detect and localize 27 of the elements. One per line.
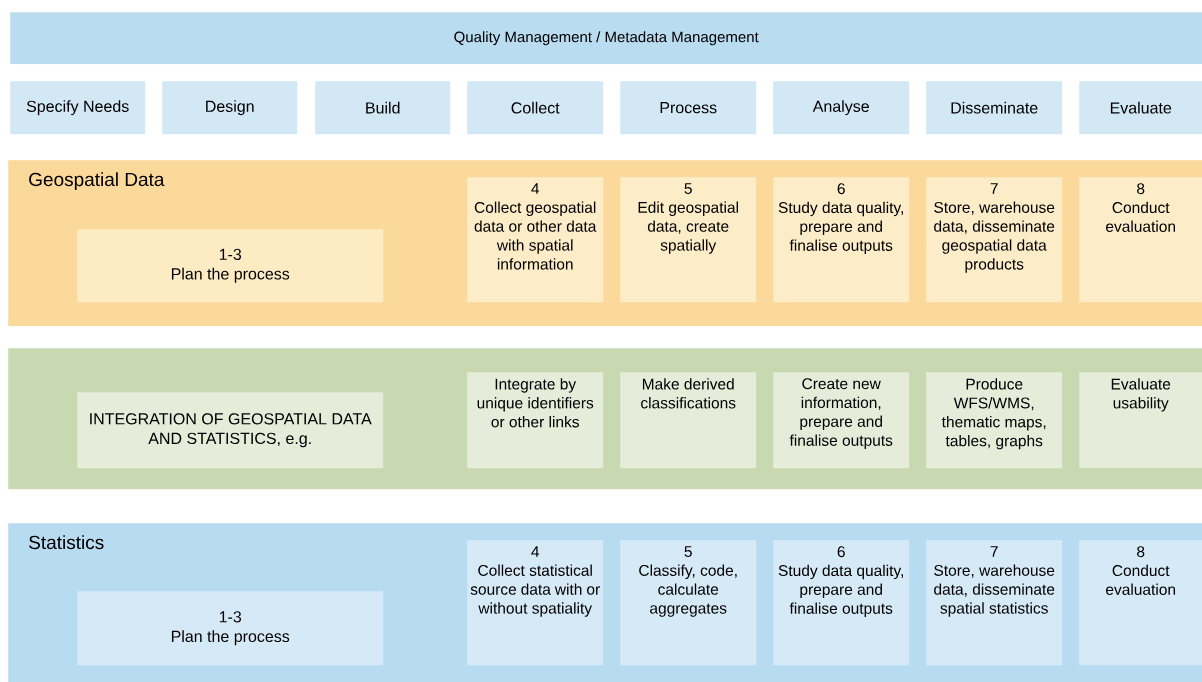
step-box: 4 Collect statistical source data with or without spatiality	[467, 540, 604, 666]
phase-box: Process	[620, 81, 757, 135]
step-box: Create new information, prepare and finalise outputs	[773, 372, 910, 469]
step-box: Make derived classifications	[620, 372, 757, 469]
step-box: 4 Collect geospatial data or other data with spatial information	[467, 177, 604, 303]
step-box: 5 Classify, code, calculate aggregates	[620, 540, 757, 666]
step-box: 7 Store, warehouse data, disseminate geospatial data products	[926, 177, 1063, 303]
step-box: Produce WFS/WMS, thematic maps, tables, graphs	[926, 372, 1063, 469]
step-box: 7 Store, warehouse data, disseminate spatial statistics	[926, 540, 1063, 666]
plan-box: 1-3 Plan the process	[77, 591, 384, 666]
integration-box: INTEGRATION OF GEOSPATIAL DATA AND STATISTICS, e.g.	[77, 392, 384, 469]
step-box: 8 Conduct evaluation	[1079, 177, 1202, 303]
step-box: 6 Study data quality, prepare and finalise outputs	[773, 177, 910, 303]
phase-box: Design	[162, 81, 298, 135]
step-box: 6 Study data quality, prepare and finalise outputs	[773, 540, 910, 666]
phase-box: Specify Needs	[10, 81, 146, 135]
step-box: Integrate by unique identifiers or other links	[467, 372, 604, 469]
header-bar: Quality Management / Metadata Management	[10, 12, 1202, 65]
phase-box: Analyse	[773, 81, 910, 135]
step-box: 5 Edit geospatial data, create spatially	[620, 177, 757, 303]
step-box: 8 Conduct evaluation	[1079, 540, 1202, 666]
phase-box: Evaluate	[1079, 81, 1202, 135]
phase-box: Collect	[467, 81, 604, 135]
plan-box: 1-3 Plan the process	[77, 229, 384, 303]
step-box: Evaluate usability	[1079, 372, 1202, 469]
phase-box: Build	[315, 81, 451, 135]
phase-box: Disseminate	[926, 81, 1063, 135]
